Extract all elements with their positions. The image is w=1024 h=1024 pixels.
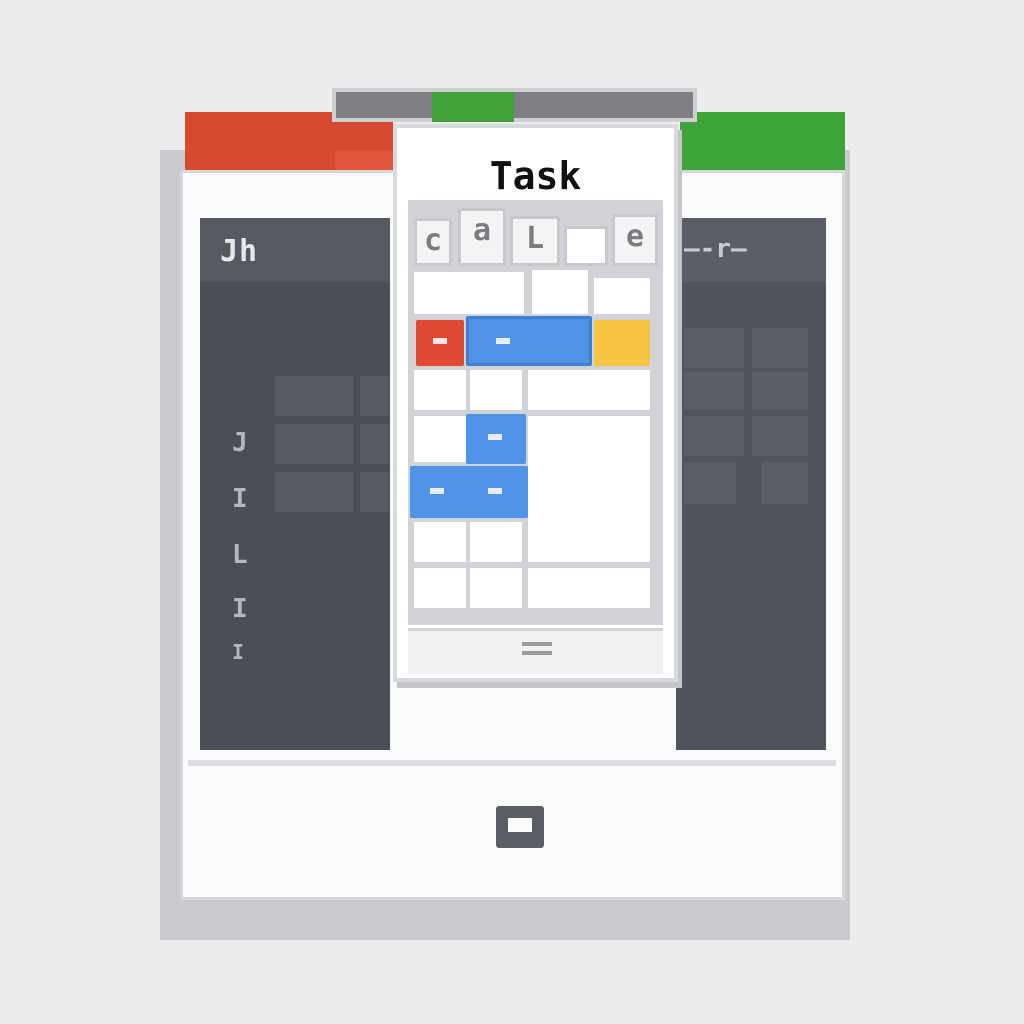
grid-cell[interactable]	[528, 416, 650, 562]
calendar-event-blue[interactable]	[410, 466, 528, 518]
grid-cell[interactable]	[528, 568, 650, 608]
calendar-header-cell[interactable]: a	[458, 208, 506, 266]
tab-green[interactable]	[680, 112, 845, 176]
ghost-cell	[360, 424, 390, 464]
right-cell	[684, 328, 744, 368]
row-mark: L	[232, 540, 248, 570]
grid-cell[interactable]	[594, 278, 650, 314]
calendar-event-blue[interactable]	[466, 316, 592, 366]
right-cell	[752, 372, 808, 410]
event-label-mark	[488, 488, 502, 494]
row-mark: J	[232, 428, 248, 458]
inbox-icon-tray	[508, 818, 532, 832]
calendar-header-cell[interactable]: e	[612, 214, 658, 266]
calendar-header-cell[interactable]: c	[414, 218, 452, 266]
right-panel-header	[676, 218, 826, 282]
grid-cell[interactable]	[528, 370, 650, 410]
event-label-mark	[488, 434, 502, 440]
row-mark: I	[232, 594, 248, 624]
grid-cell[interactable]	[470, 370, 522, 410]
top-tab-strip	[332, 88, 697, 122]
row-mark: I	[232, 484, 248, 514]
grid-cell[interactable]	[470, 522, 522, 562]
ghost-cell	[275, 472, 353, 512]
row-mark: I	[232, 640, 245, 664]
event-label-mark	[433, 338, 447, 344]
calendar-event-yellow[interactable]	[594, 320, 650, 366]
grid-cell[interactable]	[470, 568, 522, 608]
grid-cell[interactable]	[414, 568, 466, 608]
menu-lines-icon[interactable]	[522, 642, 552, 664]
right-panel-header-label: —-r—	[684, 234, 747, 264]
event-label-mark	[430, 488, 444, 494]
ghost-cell	[360, 472, 390, 512]
ghost-cell	[275, 376, 353, 416]
grid-cell[interactable]	[414, 522, 466, 562]
event-label-mark	[496, 338, 510, 344]
right-cell	[752, 416, 808, 456]
grid-cell[interactable]	[414, 272, 524, 314]
window-title: Task	[489, 154, 582, 198]
ghost-cell	[275, 424, 353, 464]
grid-cell[interactable]	[414, 416, 466, 462]
tab-green-top[interactable]	[432, 92, 514, 122]
right-cell	[684, 416, 744, 456]
ghost-cell	[360, 376, 390, 416]
right-cell	[752, 328, 808, 368]
calendar-header-cell[interactable]: L	[510, 216, 560, 266]
grid-cell[interactable]	[532, 270, 588, 314]
left-panel-header-label: Jh	[220, 234, 259, 269]
right-cell	[684, 372, 744, 410]
left-panel-header	[200, 218, 390, 282]
right-cell	[762, 462, 808, 504]
calendar-header-cell[interactable]	[564, 226, 608, 266]
grid-cell[interactable]	[414, 370, 466, 410]
right-cell	[684, 462, 736, 504]
